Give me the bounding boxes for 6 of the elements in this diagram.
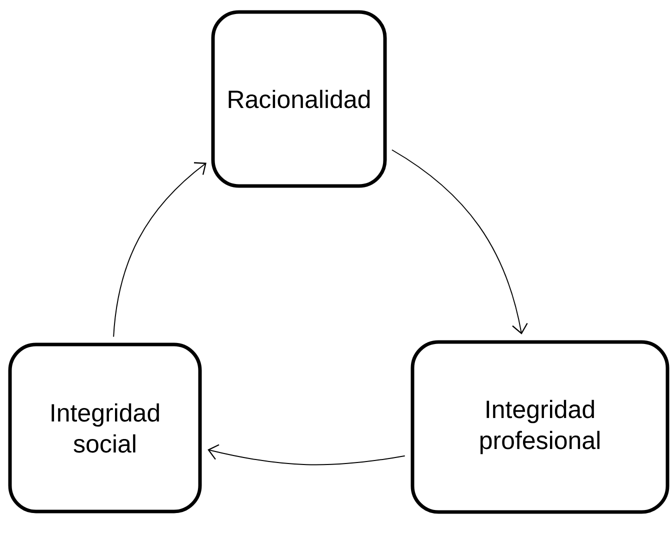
- arrow: [391, 149, 528, 334]
- process-box: Racionalidad: [211, 10, 387, 188]
- arrow: [113, 162, 206, 338]
- process-box: Integridad social: [8, 342, 202, 514]
- process-box: Integridad profesional: [410, 340, 670, 514]
- arrow: [208, 444, 406, 466]
